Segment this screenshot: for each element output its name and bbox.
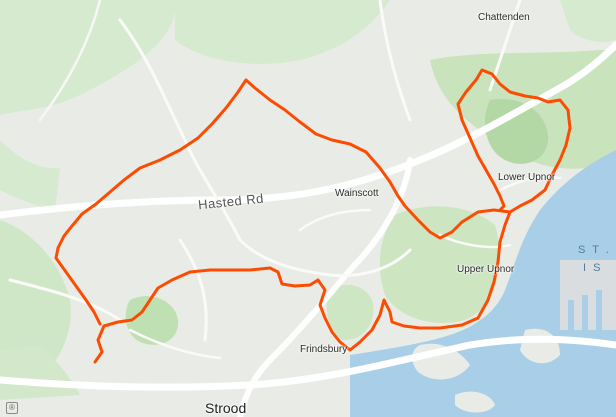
park-area <box>485 99 549 164</box>
place-label-lower-upnor: Lower Upnor <box>498 172 556 183</box>
place-label-upper-upnor: Upper Upnor <box>457 264 515 275</box>
park-area <box>379 206 500 324</box>
district-label-line1: S T . <box>578 244 611 256</box>
route-path <box>54 78 512 364</box>
park-area <box>125 296 179 345</box>
road-major <box>0 335 616 391</box>
place-label-chattenden: Chattenden <box>478 12 530 23</box>
road-minor <box>498 175 562 192</box>
road-minor <box>488 0 522 92</box>
dock-area <box>560 260 616 330</box>
road-minor <box>438 233 512 249</box>
road-major <box>237 157 413 417</box>
road-minor <box>38 0 102 122</box>
park-area <box>0 220 71 385</box>
road-minor <box>178 238 208 342</box>
road-minor <box>238 238 412 278</box>
road-minor <box>118 18 242 242</box>
place-label-frindsbury: Frindsbury <box>300 344 348 355</box>
park-area <box>0 140 60 210</box>
district-label-line2: I S <box>583 262 603 274</box>
place-label-strood: Strood <box>205 400 247 416</box>
road-minor <box>378 0 412 122</box>
park-area <box>560 0 616 42</box>
road-minor <box>128 328 222 360</box>
park-area <box>0 0 176 115</box>
land-area <box>455 391 495 413</box>
road-minor <box>298 208 372 232</box>
water-body <box>542 376 558 388</box>
place-label-wainscott: Wainscott <box>335 188 379 199</box>
info-icon[interactable]: ® <box>6 402 18 414</box>
park-area <box>175 0 390 64</box>
route-path <box>456 68 572 214</box>
park-area <box>326 284 374 340</box>
road-minor <box>8 278 122 322</box>
